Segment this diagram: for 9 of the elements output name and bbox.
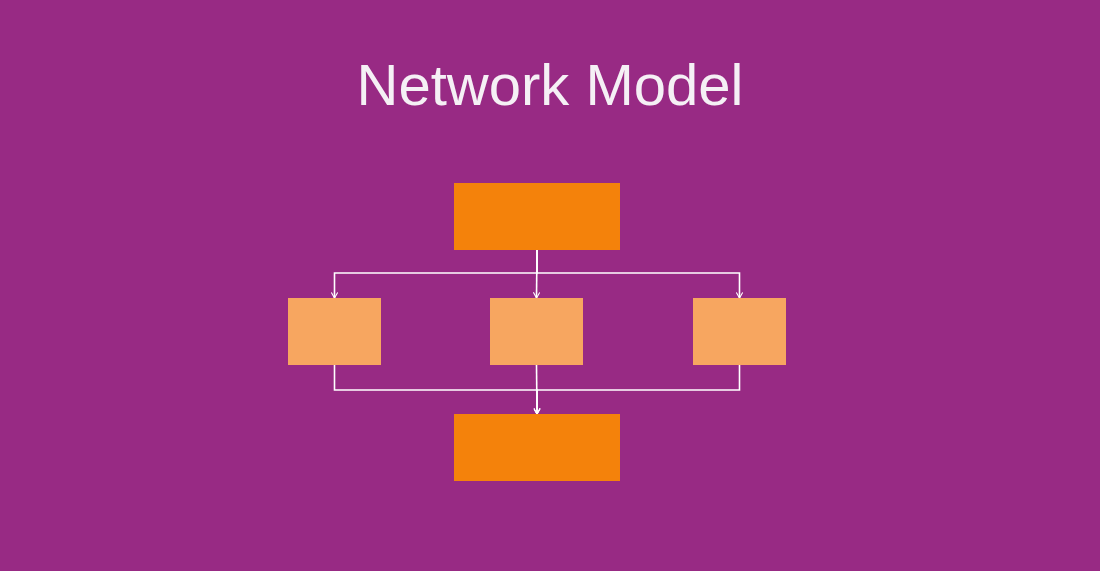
process-box bbox=[693, 298, 786, 365]
arrow bbox=[536, 249, 744, 299]
title: Network Model bbox=[355, 51, 745, 119]
process-box bbox=[288, 298, 381, 365]
arrow bbox=[533, 364, 741, 415]
process-box bbox=[490, 298, 583, 365]
process-box bbox=[454, 414, 620, 481]
process-box bbox=[454, 183, 620, 250]
arrow bbox=[533, 364, 541, 415]
